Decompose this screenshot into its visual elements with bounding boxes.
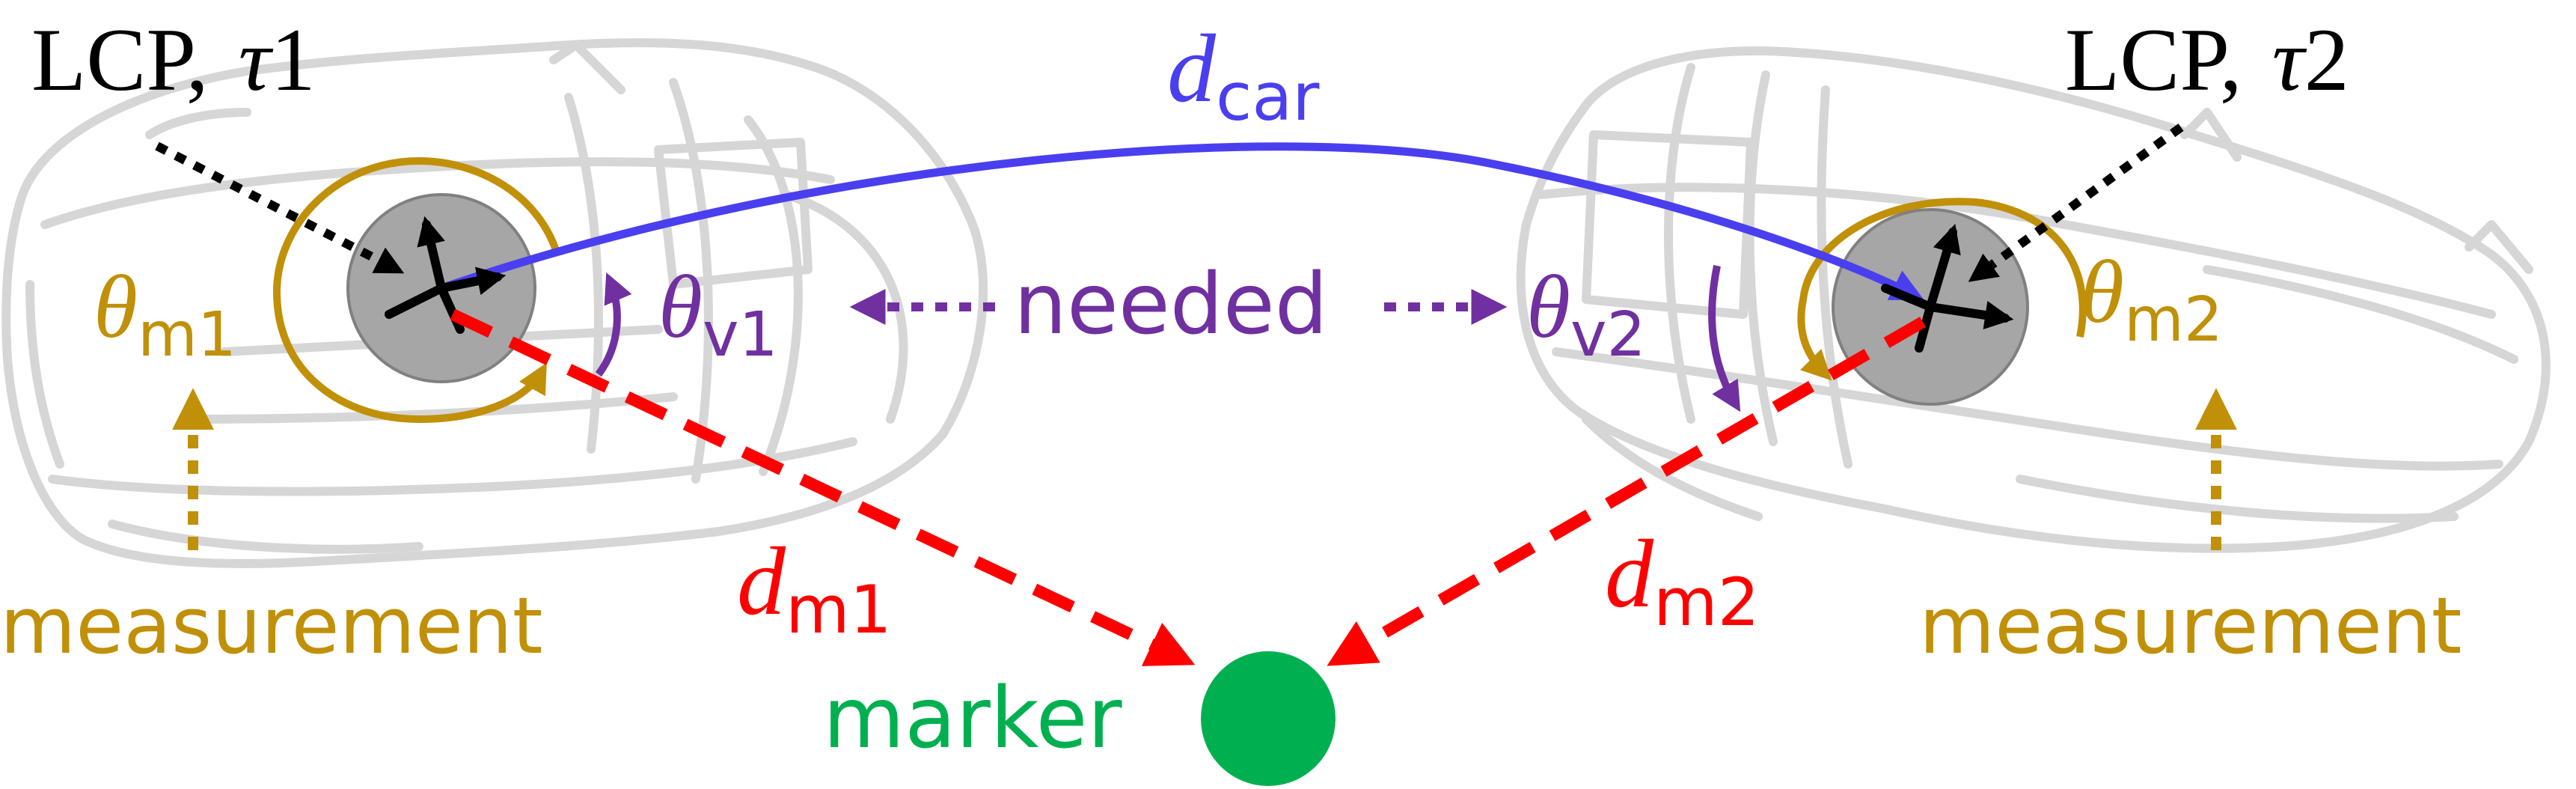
d-m1-arrow: [450, 308, 1196, 666]
measurement-label-left: measurement: [0, 580, 543, 671]
measurement-label-right: measurement: [1919, 580, 2462, 671]
theta-v2-label: θv2: [1526, 257, 1646, 371]
rotation-arc-right: [1797, 198, 2087, 381]
d-car-arrow: [440, 142, 1924, 300]
marker-label: marker: [823, 670, 1123, 767]
d-car-label: dcar: [1167, 15, 1320, 135]
d-m2-arrow: [1327, 317, 1926, 666]
car-sketch-right: [1516, 46, 2551, 553]
theta-m2-label: θm2: [2080, 242, 2223, 356]
lcp-label-right: LCP, τ2: [2065, 10, 2349, 109]
theta-v1-label: θv1: [658, 257, 778, 371]
lcp-pointer-left: [155, 141, 405, 274]
d-m1-label: dm1: [737, 528, 892, 648]
marker-dot: [1201, 651, 1336, 786]
theta-m1-label: θm1: [94, 257, 236, 371]
needed-label: needed: [1014, 256, 1328, 353]
rotation-arc-left: [272, 156, 561, 424]
lcp-label-left: LCP, τ1: [31, 10, 316, 109]
car-sketch-left: [1, 38, 988, 568]
theta-v2-arrow: [1708, 265, 1741, 412]
d-m2-label: dm2: [1605, 520, 1760, 641]
lcp-pointer-right: [1968, 124, 2184, 282]
theta-v1-arrow: [595, 272, 632, 377]
